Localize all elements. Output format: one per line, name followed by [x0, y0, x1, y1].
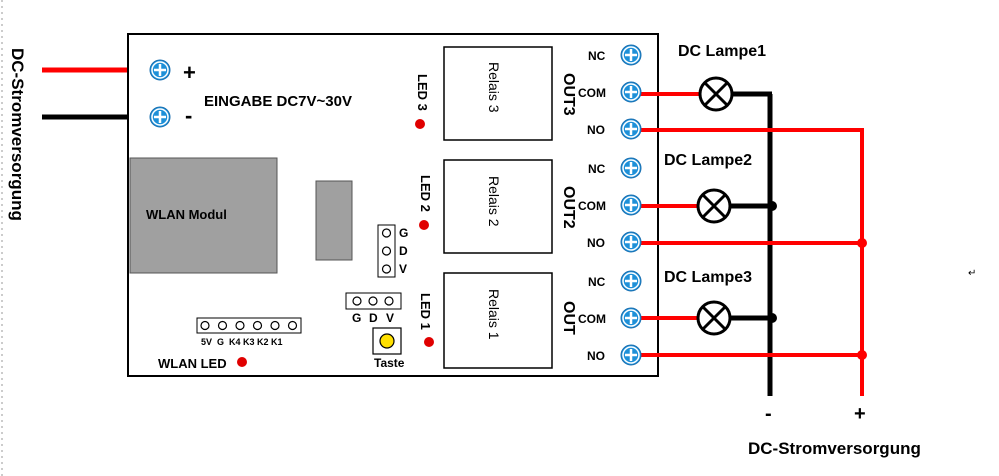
no2-label: NO — [587, 236, 605, 250]
right-supply-label: DC-Stromversorgung — [748, 439, 921, 458]
wlan-module-label: WLAN Modul — [146, 207, 227, 222]
input-plus-sign: + — [183, 60, 196, 85]
no2-terminal-icon — [619, 230, 643, 254]
com2-terminal-icon — [619, 193, 643, 217]
led2-icon — [419, 220, 429, 230]
out2-label: OUT2 — [560, 186, 577, 229]
out3-label: OUT3 — [560, 73, 577, 116]
header-bottom-d: D — [369, 311, 378, 325]
header-right-v: V — [399, 262, 407, 276]
junction-dot — [767, 201, 777, 211]
nc1-label: NC — [588, 275, 606, 289]
junction-dot — [767, 313, 777, 323]
relay-3-label: Relais 3 — [486, 62, 502, 113]
header-pin — [235, 320, 245, 331]
header-pin — [381, 246, 392, 256]
header-right-d: D — [399, 244, 408, 258]
header-right-g: G — [399, 226, 408, 240]
header-pin — [200, 320, 210, 331]
relay-2 — [443, 159, 553, 254]
header-pin — [368, 296, 378, 306]
six-pin-header-labels: 5V G K4 K3 K2 K1 — [201, 337, 283, 347]
nc3-label: NC — [588, 49, 606, 63]
nc3-terminal-icon — [619, 43, 643, 67]
no3-label: NO — [587, 123, 605, 137]
lamp2-icon — [696, 188, 732, 224]
input-minus-sign: - — [185, 103, 192, 128]
lamp3-label: DC Lampe3 — [664, 269, 752, 286]
lamp3-icon — [696, 300, 732, 336]
header-pin — [252, 320, 263, 331]
led1-label: LED 1 — [418, 293, 433, 330]
nc2-label: NC — [588, 162, 606, 176]
button-label: Taste — [374, 356, 405, 370]
button-icon — [379, 333, 395, 349]
header-bottom-g: G — [352, 311, 361, 325]
board-chip — [315, 180, 353, 261]
lamp1-label: DC Lampe1 — [678, 43, 766, 60]
led1-icon — [424, 337, 434, 347]
input-minus-terminal-icon — [148, 105, 172, 129]
input-voltage-label: EINGABE DC7V~30V — [204, 93, 352, 110]
com1-terminal-icon — [619, 306, 643, 330]
com3-label: COM — [578, 86, 606, 100]
led2-label: LED 2 — [418, 175, 433, 212]
header-pin — [270, 320, 280, 331]
header-bottom-v: V — [386, 311, 394, 325]
input-plus-terminal-icon — [148, 58, 172, 82]
com3-terminal-icon — [619, 80, 643, 104]
no3-terminal-icon — [619, 117, 643, 141]
six-pin-header-pins — [200, 320, 298, 331]
lamp2-label: DC Lampe2 — [664, 152, 752, 169]
relay-3 — [443, 46, 553, 141]
led3-label: LED 3 — [415, 74, 430, 111]
left-supply-label: DC-Stromversorgung — [8, 48, 27, 221]
nc2-terminal-icon — [619, 156, 643, 180]
header-pin — [384, 296, 394, 306]
junction-dot — [857, 350, 867, 360]
wlan-led-icon — [237, 357, 247, 367]
no1-label: NO — [587, 349, 605, 363]
led3-icon — [415, 119, 425, 129]
no1-terminal-icon — [619, 343, 643, 367]
right-minus-sign: - — [765, 403, 772, 425]
com2-label: COM — [578, 199, 606, 213]
right-plus-sign: + — [854, 403, 866, 425]
paragraph-mark: ↵ — [968, 268, 976, 279]
header-pin — [381, 228, 392, 238]
relay-1 — [443, 272, 553, 369]
header-pin — [352, 296, 362, 306]
six-pin-header — [196, 317, 302, 334]
header-pin — [381, 264, 392, 274]
wlan-led-label: WLAN LED — [158, 356, 227, 371]
gdv-header-vertical — [377, 224, 396, 278]
relay-2-label: Relais 2 — [486, 176, 502, 227]
nc1-terminal-icon — [619, 269, 643, 293]
com1-label: COM — [578, 312, 606, 326]
header-pin — [287, 320, 298, 331]
out1-label: OUT — [560, 301, 577, 335]
lamp1-icon — [698, 76, 734, 112]
header-pin — [217, 320, 228, 331]
wlan-module — [129, 157, 278, 274]
relay-1-label: Relais 1 — [486, 289, 502, 340]
junction-dot — [857, 238, 867, 248]
